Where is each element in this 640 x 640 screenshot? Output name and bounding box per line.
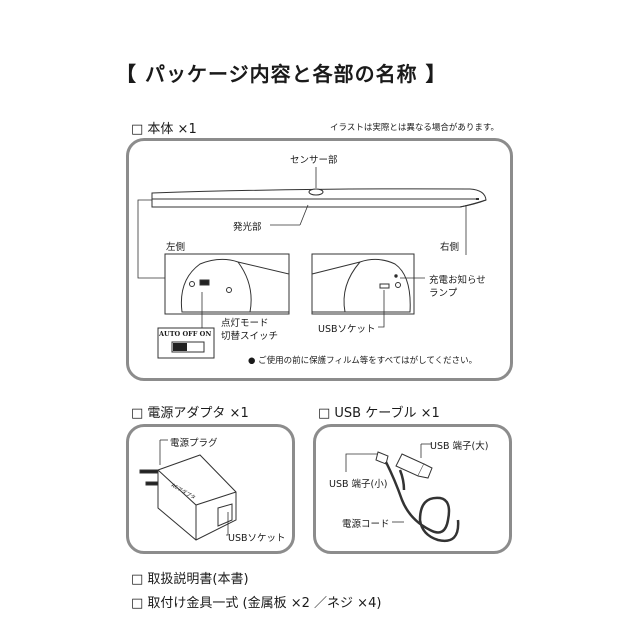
left-side-label: 左側 [166, 242, 186, 253]
light-emitter-label: 発光部 [233, 222, 262, 233]
adapter-heading: □ 電源アダプタ ×1 [131, 406, 249, 421]
usb-small-label: USB 端子(小) [329, 479, 388, 490]
page-title: 【 パッケージ内容と各部の名称 】 [116, 62, 447, 86]
cable-heading: □ USB ケーブル ×1 [318, 406, 440, 421]
plug-label: 電源プラグ [170, 438, 218, 449]
right-side-label: 右側 [440, 242, 460, 253]
mode-switch-label: 点灯モード [221, 318, 269, 329]
adapter-socket-label: USBソケット [228, 533, 286, 544]
left-end-illustration [180, 258, 290, 313]
adapter-panel [126, 424, 295, 554]
adapter-illustration [139, 454, 237, 541]
sensor-label: センサー部 [290, 155, 338, 166]
caution-text: ● ご使用の前に保護フィルム等をすべてはがしてください。 [248, 356, 478, 366]
usb-large-label: USB 端子(大) [430, 441, 489, 452]
usb-cable-illustration [375, 451, 460, 543]
cord-label: 電源コード [342, 519, 390, 530]
illustration-note: イラストは実際とは異なる場合があります。 [330, 123, 499, 133]
mode-switch-label-2: 切替スイッチ [221, 331, 279, 342]
charge-lamp-label: 充電お知らせ [429, 275, 486, 286]
switch-positions: AUTO OFF ON [159, 330, 211, 338]
manual-item: □ 取扱説明書(本書) [131, 572, 249, 587]
light-bar-illustration [151, 188, 487, 208]
switch-off: OFF [182, 330, 198, 338]
hardware-item: □ 取付け金具一式 (金属板 ×2 ／ネジ ×4) [131, 596, 382, 611]
switch-on: ON [199, 330, 212, 338]
right-end-illustration [311, 258, 411, 313]
main-unit-panel [126, 138, 513, 381]
usb-socket-label: USBソケット [318, 324, 376, 335]
cable-panel [313, 424, 512, 554]
charge-lamp-label-2: ランプ [429, 288, 458, 299]
switch-auto: AUTO [159, 330, 181, 338]
main-unit-heading: □ 本体 ×1 [131, 122, 197, 137]
